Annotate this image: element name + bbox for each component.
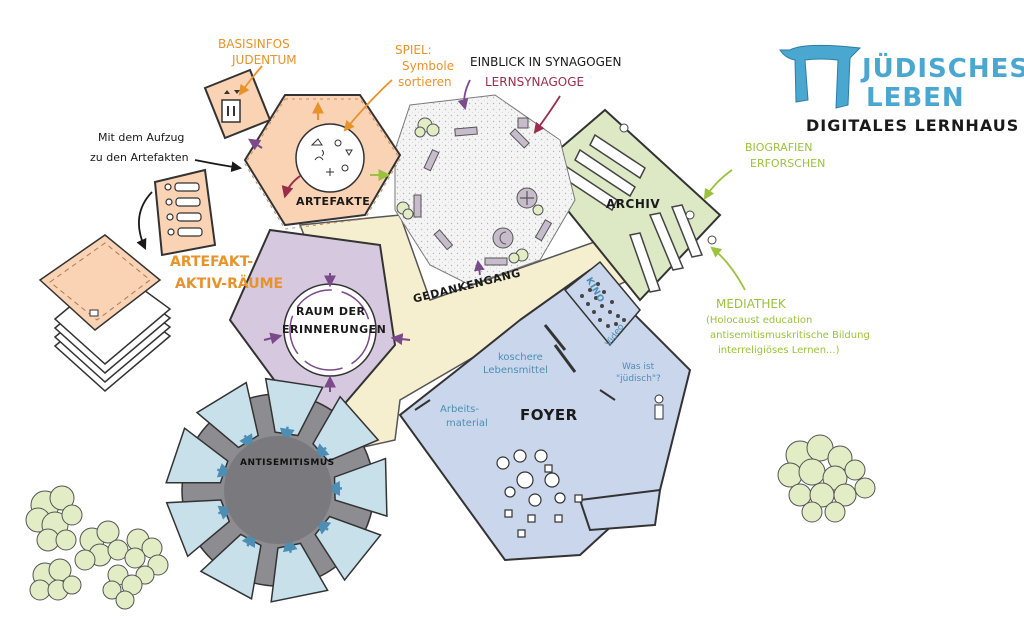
spiel-arrow xyxy=(343,79,393,132)
raum-label-line1: RAUM DER xyxy=(296,305,366,318)
tree-blob xyxy=(824,501,846,523)
antisemitismus-center xyxy=(224,436,332,544)
tree-blob xyxy=(833,483,857,507)
biografien-arrow xyxy=(703,169,733,200)
logo-title-line1: JÜDISCHES xyxy=(862,54,1024,84)
mediathek-arrow xyxy=(710,246,746,291)
basisinfos-arrow xyxy=(238,65,263,96)
basisinfos-label-line1: BASISINFOS xyxy=(218,37,290,51)
synagoge-entry-arrow xyxy=(473,259,485,276)
tree-blob xyxy=(801,501,823,523)
mediathek-line3: interreligiöses Lernen...) xyxy=(718,345,840,356)
tree-blob xyxy=(777,462,803,488)
aufzug-label-line2: zu den Artefakten xyxy=(90,151,189,164)
tree-blob xyxy=(74,549,96,571)
koschere-label-line1: koschere xyxy=(498,352,543,363)
mediathek-line2: antisemitismuskritische Bildung xyxy=(710,330,870,341)
tree-blob xyxy=(29,579,51,601)
trees-decoration xyxy=(25,434,876,610)
tree-blob xyxy=(115,590,135,610)
aufzug-label-line1: Mit dem Aufzug xyxy=(98,131,185,144)
lernsynagoge-label: LERNSYNAGOGE xyxy=(485,75,585,89)
mediathek-title: MEDIATHEK xyxy=(716,297,786,311)
raum-der-erinnerungen-room xyxy=(228,228,411,416)
raum-label-line2: ERINNERUNGEN xyxy=(282,323,387,336)
tree-blob xyxy=(96,520,120,544)
foyer-label: FOYER xyxy=(520,406,578,424)
artefakte-room xyxy=(243,94,402,230)
elevator-panel xyxy=(153,168,217,257)
artefakte-label: ARTEFAKTE xyxy=(296,195,371,208)
artefakt-aktiv-label-line1: ARTEFAKT- xyxy=(170,254,254,270)
aufzug-arrow xyxy=(194,159,243,173)
antisemitismus-label: ANTISEMITISMUS xyxy=(240,458,335,468)
spiel-label-line2: Symbole xyxy=(402,59,455,73)
arbeits-label-line2: material xyxy=(446,418,488,429)
foyer-room xyxy=(398,260,692,562)
elevator-box xyxy=(203,68,272,140)
letter-chet-icon xyxy=(779,44,862,109)
tree-blob xyxy=(55,529,77,551)
lernsynagoge-room xyxy=(394,94,576,286)
antisemitismus-room xyxy=(165,377,388,603)
einblick-arrow xyxy=(457,79,471,111)
logo-subtitle: DIGITALES LERNHAUS xyxy=(806,116,1020,135)
tree-blob xyxy=(102,580,122,600)
mediathek-line1: (Holocaust education xyxy=(706,315,813,326)
wasist-label-line2: "jüdisch"? xyxy=(616,374,661,384)
lernsynagoge-arrow xyxy=(533,95,561,134)
tree-blob xyxy=(62,575,82,595)
artefakt-aktiv-label-line2: AKTIV-RÄUME xyxy=(175,276,284,292)
tree-blob xyxy=(49,485,75,511)
tree-blob xyxy=(61,504,83,526)
archiv-label: ARCHIV xyxy=(606,197,661,211)
arbeits-label-line1: Arbeits- xyxy=(440,404,479,415)
tree-blob xyxy=(124,547,146,569)
tree-blob xyxy=(107,539,129,561)
einblick-label: EINBLICK IN SYNAGOGEN xyxy=(470,55,622,69)
wasist-label-line1: Was ist xyxy=(622,362,655,372)
tree-blob xyxy=(854,477,876,499)
biografien-label-line1: BIOGRAFIEN xyxy=(745,141,813,154)
spiel-label-line3: sortieren xyxy=(398,75,452,89)
artefakt-aktiv-raeume-stack xyxy=(38,234,172,392)
basisinfos-label-line2: JUDENTUM xyxy=(232,53,297,67)
biografien-label-line2: ERFORSCHEN xyxy=(750,157,826,170)
spiel-label-line1: SPIEL: xyxy=(395,43,432,57)
koschere-label-line2: Lebensmittel xyxy=(483,365,548,376)
logo-title-line2: LEBEN xyxy=(866,83,965,113)
tree-blob xyxy=(844,459,866,481)
stack-arrow xyxy=(136,191,153,250)
archiv-room xyxy=(533,108,722,302)
tree-blob xyxy=(798,458,826,486)
